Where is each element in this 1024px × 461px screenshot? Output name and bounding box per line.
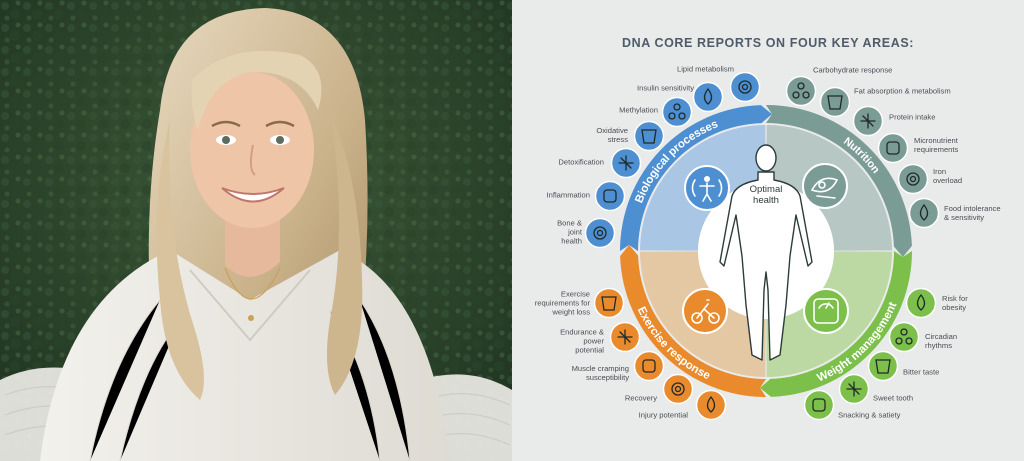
band-weight [760, 251, 912, 397]
micronutrient-icon [877, 132, 909, 164]
cyclist-icon [682, 288, 728, 334]
drop-icon [692, 81, 724, 113]
portrait-photo [0, 0, 512, 461]
lipid-icon [729, 71, 761, 103]
band-nutrition [766, 105, 912, 257]
inflammation-icon [594, 180, 626, 212]
molecule-icon [661, 96, 693, 128]
injury-icon [695, 389, 727, 421]
weight-item-label: Bitter taste [903, 368, 939, 377]
nutrition-item-label: Carbohydrate response [813, 66, 892, 75]
exercise-item-label: Injury potential [639, 411, 689, 420]
tooth-icon [838, 373, 870, 405]
biological-item-label: Lipid metabolism [677, 65, 734, 74]
detox-icon [610, 147, 642, 179]
endurance-icon [609, 321, 641, 353]
infographic-title: DNA CORE REPORTS ON FOUR KEY AREAS: [621, 36, 915, 50]
obesity-icon [905, 287, 937, 319]
biological-item-label: Detoxification [558, 158, 604, 167]
mouth-icon [867, 350, 899, 382]
biological-item-label: Inflammation [547, 191, 590, 200]
oxidative-icon [633, 120, 665, 152]
infographic-panel: DNA CORE REPORTS ON FOUR KEY AREAS: Biol… [512, 0, 1024, 461]
plate-icon [908, 197, 940, 229]
recovery-icon [662, 373, 694, 405]
biological-item-label: Insulin sensitivity [637, 84, 694, 93]
exercise-item-label: Recovery [625, 394, 657, 403]
bread-icon [785, 75, 817, 107]
fat-icon [819, 86, 851, 118]
band-exercise [620, 245, 766, 397]
scale-icon [803, 288, 849, 334]
weight-item-label: Sweet tooth [873, 394, 913, 403]
protein-icon [852, 105, 884, 137]
biological-item-label: Methylation [619, 106, 658, 115]
weight-item-label: Snacking & satiety [838, 411, 901, 420]
utensils-icon [803, 389, 835, 421]
muscle-icon [633, 350, 665, 382]
nutrition-item-label: Fat absorption & metabolism [854, 87, 951, 96]
human-figure-icon [719, 144, 813, 361]
nutrition-item-label: Food intolerance& sensitivity [944, 204, 1001, 222]
iron-icon [897, 163, 929, 195]
band-biological [620, 105, 772, 252]
nutrition-item-label: Protein intake [889, 113, 935, 122]
human-body-icon [684, 165, 730, 211]
joint-icon [584, 217, 616, 249]
exercise-icon [593, 287, 625, 319]
food-icon [802, 163, 848, 209]
circadian-icon [888, 321, 920, 353]
